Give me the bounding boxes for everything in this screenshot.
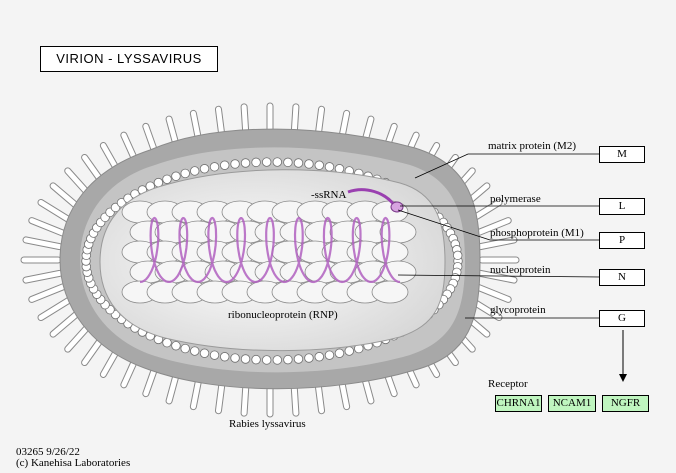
gene-box-n[interactable]: N [599, 269, 645, 286]
glycoprotein-label: glycoprotein [490, 304, 546, 316]
spike [49, 308, 83, 338]
matrix-bead [251, 354, 261, 365]
polymerase-label: polymerase [490, 193, 541, 205]
matrix-bead [171, 171, 181, 181]
matrix-bead [190, 166, 200, 176]
rnp-label: ribonucleoprotein (RNP) [228, 309, 338, 321]
receptor-ncam1[interactable]: NCAM1 [548, 395, 596, 412]
spike [28, 283, 67, 303]
matrix-bead [304, 159, 314, 169]
receptor-chrna1[interactable]: CHRNA1 [495, 395, 542, 412]
matrix-bead [261, 355, 272, 365]
matrix-bead [272, 355, 283, 365]
matrix-bead [190, 346, 200, 356]
spike [37, 198, 74, 224]
footer-copyright: (c) Kanehisa Laboratories [16, 457, 131, 469]
spike [473, 283, 512, 303]
matrix-bead [293, 158, 304, 168]
gene-box-g[interactable]: G [599, 310, 645, 327]
receptor-ngfr[interactable]: NGFR [602, 395, 649, 412]
ssrna-label: -ssRNA [311, 189, 347, 201]
nucleoprotein-cluster [121, 200, 417, 304]
matrix-bead [162, 174, 172, 184]
matrix-bead [220, 352, 230, 362]
nucleoprotein-label: nucleoprotein [490, 264, 551, 276]
matrix-bead [324, 350, 335, 360]
spike [28, 217, 67, 237]
matrix-bead [230, 353, 240, 363]
matrix-bead [324, 162, 335, 172]
matrix-bead [283, 354, 293, 365]
nucleoprotein-blob [371, 280, 409, 304]
matrix-bead [334, 348, 345, 358]
phosphoprotein-label: phosphoprotein (M1) [490, 227, 584, 239]
receptor-label: Receptor [488, 378, 528, 390]
matrix-bead [230, 159, 240, 169]
matrix-bead [199, 164, 210, 174]
matrix-bead [240, 158, 251, 168]
matrix-bead [344, 346, 354, 356]
matrix-bead [209, 162, 220, 172]
spike [473, 217, 512, 237]
matrix-bead [209, 350, 220, 360]
spike [37, 296, 74, 322]
matrix-bead [240, 354, 251, 364]
polymerase-particle [390, 201, 404, 213]
gene-box-l[interactable]: L [599, 198, 645, 215]
matrix-protein-label: matrix protein (M2) [488, 140, 576, 152]
spike [477, 236, 518, 251]
virus-name: Rabies lyssavirus [229, 418, 306, 430]
footer-code: 03265 9/26/22 [16, 446, 80, 458]
matrix-bead [251, 157, 261, 168]
matrix-bead [314, 352, 324, 362]
matrix-bead [171, 341, 181, 351]
matrix-bead [304, 353, 314, 363]
matrix-bead [199, 348, 210, 358]
matrix-bead [314, 160, 324, 170]
matrix-bead [261, 157, 272, 167]
matrix-bead [162, 338, 172, 348]
matrix-bead [293, 354, 304, 364]
matrix-bead [452, 250, 463, 261]
spike [22, 269, 63, 284]
ssrna-strand [347, 188, 397, 207]
spike [22, 236, 63, 251]
leader-lines [397, 153, 601, 319]
matrix-bead [283, 157, 293, 168]
matrix-bead [220, 160, 230, 170]
matrix-bead [180, 168, 190, 179]
spike [477, 269, 518, 284]
arrow-head [619, 374, 627, 382]
matrix-bead [180, 343, 190, 354]
gene-box-m[interactable]: M [599, 146, 645, 163]
matrix-bead [272, 157, 283, 167]
rna-helix [139, 216, 401, 284]
page-title: VIRION - LYSSAVIRUS [40, 46, 218, 72]
gene-box-p[interactable]: P [599, 232, 645, 249]
nucleoprotein-blob [379, 220, 417, 244]
